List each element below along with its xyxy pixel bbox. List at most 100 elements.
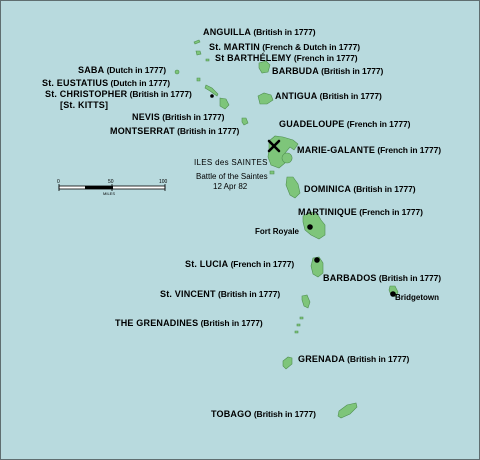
island-owner: (British in 1777): [217, 289, 281, 299]
island-st-eustatius: [196, 77, 201, 82]
town-bridgetown: Bridgetown: [395, 293, 439, 302]
island-name: St BARTHÉLEMY: [215, 53, 292, 63]
island-name: St. VINCENT: [160, 289, 216, 299]
island-saba: [174, 69, 180, 75]
island-owner: (British in 1777): [321, 66, 384, 76]
island-st-martin: [195, 50, 202, 56]
island-owner: (British in 1777): [319, 91, 382, 101]
island-grenadines-1: [299, 316, 304, 320]
label-antigua: ANTIGUA (British in 1777): [275, 91, 382, 101]
island-owner: (British in 1777): [253, 27, 316, 37]
label-iles-des-saintes: ILES des SAINTES: [194, 158, 268, 167]
island-owner: (British in 1777): [347, 354, 410, 364]
label-saba: SABA (Dutch in 1777): [78, 65, 166, 75]
island-owner: (Dutch in 1777): [106, 65, 167, 75]
island-name: MONTSERRAT: [110, 126, 175, 136]
island-owner: (Dutch in 1777): [110, 78, 171, 88]
island-name: GUADELOUPE: [279, 119, 345, 129]
scale-bar: [58, 184, 166, 191]
fort-royale-dot-icon: [307, 224, 313, 230]
island-guadeloupe: [267, 135, 299, 169]
island-name: GRENADA: [298, 354, 345, 364]
island-name: MARTINIQUE: [298, 207, 357, 217]
island-grenadines-3: [294, 330, 299, 334]
battle-label-line1: Battle of the Saintes: [196, 172, 268, 181]
island-owner: (British in 1777): [200, 318, 263, 328]
town-fort-royale: Fort Royale: [255, 227, 300, 236]
island-st-vincent: [301, 294, 311, 309]
island-st-barthelemy: [205, 58, 210, 62]
scale-tick-50: 50: [108, 179, 114, 185]
island-owner: (British in 1777): [353, 184, 416, 194]
island-name: St. MARTIN: [209, 42, 260, 52]
label-nevis: NEVIS (British in 1777): [132, 112, 224, 122]
label-st-barthelemy: St BARTHÉLEMY (French in 1777): [215, 53, 358, 63]
label-marie-galante: MARIE-GALANTE (French in 1777): [297, 145, 441, 155]
island-alt-name: [St. KITTS]: [60, 100, 109, 110]
scale-tick-0: 0: [57, 179, 60, 185]
label-st-kitts: [St. KITTS]: [60, 100, 108, 110]
island-name: MARIE-GALANTE: [297, 145, 376, 155]
bridgetown-dot-icon: [390, 291, 396, 297]
island-owner: (British in 1777): [378, 273, 441, 283]
island-owner: (French in 1777): [359, 207, 423, 217]
island-st-christopher: [204, 84, 219, 97]
island-st-lucia: [310, 256, 324, 278]
island-name: BARBADOS: [323, 273, 377, 283]
label-st-vincent: St. VINCENT (British in 1777): [160, 289, 280, 299]
island-name: DOMINICA: [304, 184, 352, 194]
label-st-martin: St. MARTIN (French & Dutch in 1777): [209, 42, 360, 52]
island-name: St. CHRISTOPHER: [45, 89, 128, 99]
label-anguilla: ANGUILLA (British in 1777): [203, 27, 316, 37]
scale-tick-100: 100: [159, 179, 168, 185]
island-montserrat: [241, 117, 249, 126]
label-st-lucia: St. LUCIA (French in 1777): [185, 259, 294, 269]
island-marie-galante: [281, 152, 293, 164]
label-barbados: BARBADOS (British in 1777): [323, 273, 441, 283]
island-name: BARBUDA: [272, 66, 319, 76]
island-name: ANGUILLA: [203, 27, 252, 37]
label-grenada: GRENADA (British in 1777): [298, 354, 409, 364]
island-name: SABA: [78, 65, 105, 75]
battle-marker-icon: [267, 139, 281, 153]
island-name: NEVIS: [132, 112, 161, 122]
island-dominica: [285, 176, 301, 199]
label-guadeloupe: GUADELOUPE (French in 1777): [279, 119, 410, 129]
island-tobago: [337, 402, 358, 419]
st-lucia-dot-icon: [314, 257, 320, 263]
label-dominica: DOMINICA (British in 1777): [304, 184, 416, 194]
island-name: St. EUSTATIUS: [42, 78, 109, 88]
island-owner: (French & Dutch in 1777): [262, 42, 360, 52]
label-st-christopher: St. CHRISTOPHER (British in 1777): [45, 89, 192, 99]
island-name: TOBAGO: [211, 409, 252, 419]
island-grenada: [282, 356, 293, 370]
label-montserrat: MONTSERRAT (British in 1777): [110, 126, 239, 136]
label-grenadines: THE GRENADINES (British in 1777): [115, 318, 263, 328]
island-nevis: [219, 97, 230, 110]
island-barbuda: [258, 60, 271, 74]
island-iles-des-saintes: [269, 170, 275, 175]
island-owner: (British in 1777): [162, 112, 225, 122]
label-martinique: MARTINIQUE (French in 1777): [298, 207, 423, 217]
island-owner: (British in 1777): [177, 126, 240, 136]
st-christopher-dot-icon: [210, 94, 214, 98]
island-owner: (British in 1777): [253, 409, 316, 419]
island-name: St. LUCIA: [185, 259, 229, 269]
battle-label-line2: 12 Apr 82: [213, 182, 248, 191]
island-martinique: [302, 211, 326, 240]
label-tobago: TOBAGO (British in 1777): [211, 409, 316, 419]
label-st-eustatius: St. EUSTATIUS (Dutch in 1777): [42, 78, 170, 88]
island-owner: (French in 1777): [293, 53, 358, 63]
island-grenadines-2: [296, 323, 301, 327]
island-owner: (British in 1777): [129, 89, 192, 99]
label-barbuda: BARBUDA (British in 1777): [272, 66, 383, 76]
island-owner: (French in 1777): [377, 145, 441, 155]
island-anguilla: [193, 39, 201, 45]
island-owner: (French in 1777): [230, 259, 295, 269]
scale-unit: MILES: [103, 191, 116, 196]
island-owner: (French in 1777): [346, 119, 411, 129]
island-name: THE GRENADINES: [115, 318, 199, 328]
island-antigua: [257, 92, 274, 105]
